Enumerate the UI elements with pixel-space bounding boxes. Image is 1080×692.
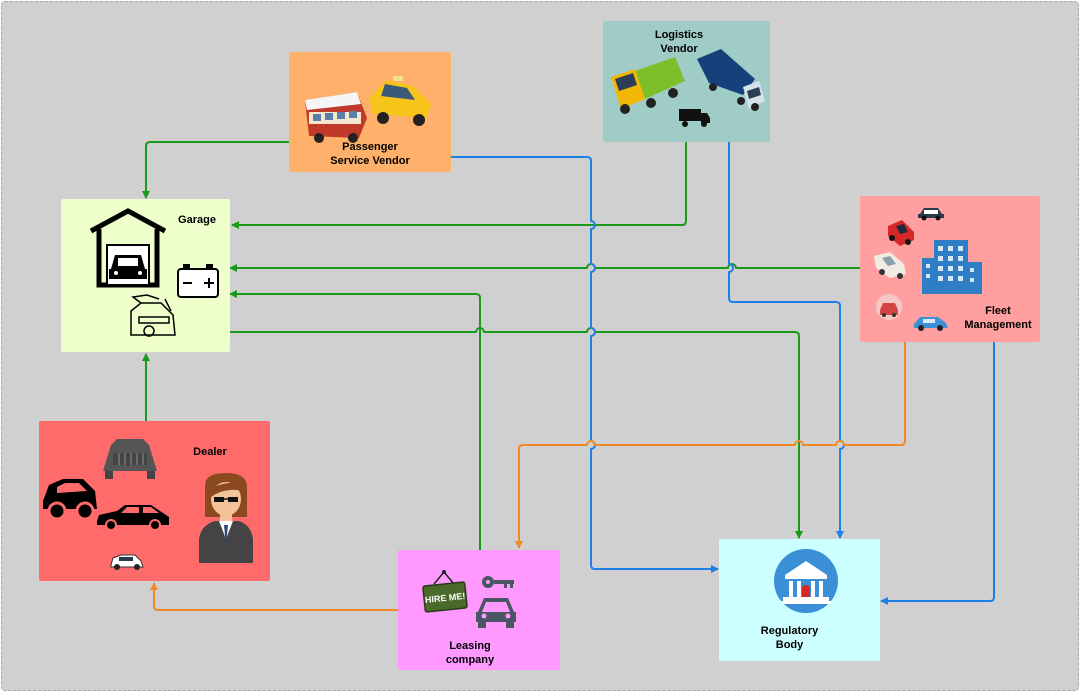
edge-logistics-to-garage (231, 142, 687, 229)
edge-fleet-to-garage (229, 263, 860, 272)
hire-sign-icon: HIRE ME! (422, 570, 468, 613)
edge-leasing-to-garage (229, 290, 481, 550)
leasing-company-node[interactable]: HIRE ME! Leasing company (398, 550, 560, 670)
leasing-company-label: Leasing company (398, 639, 542, 667)
garage-icon (89, 208, 167, 288)
logistics-label-line1: Logistics (654, 29, 704, 41)
dealer-node[interactable]: Dealer (39, 421, 270, 581)
leasing-label-line2: company (445, 654, 495, 666)
passenger-label-line1: Passenger (342, 141, 398, 153)
regulatory-body-node[interactable]: Regulatory Body (719, 539, 880, 661)
passenger-service-vendor-label: Passenger Service Vendor (289, 140, 451, 168)
police-car-icon (918, 208, 944, 221)
edge-leasing-to-dealer (150, 582, 398, 611)
passenger-label-line2: Service Vendor (330, 155, 410, 167)
logistics-vendor-node[interactable]: Logistics Vendor (603, 21, 770, 142)
fleet-management-label: Fleet Management (956, 304, 1040, 332)
regulatory-label-line1: Regulatory (760, 625, 819, 637)
regulatory-body-label: Regulatory Body (719, 624, 860, 652)
truck-icon (611, 57, 685, 114)
taxi-icon (369, 76, 431, 126)
bank-icon (774, 549, 838, 613)
garage-label: Garage (178, 214, 216, 226)
logistics-vendor-label: Logistics Vendor (603, 28, 755, 56)
edge-passenger-to-regulatory (451, 156, 719, 573)
edge-garage-to-regulatory (230, 327, 803, 539)
battery-icon (177, 264, 219, 298)
office-building-icon (922, 240, 982, 294)
lorry-icon (697, 49, 765, 111)
car-badge-icon (876, 294, 902, 320)
edge-fleet-to-leasing (515, 342, 906, 549)
dealer-label: Dealer (193, 446, 227, 458)
hatchback-car-icon (43, 479, 97, 521)
hire-sign-text: HIRE ME! (424, 591, 465, 605)
fleet-label-line2: Management (964, 319, 1032, 331)
edge-passenger-to-garage (142, 141, 289, 199)
fleet-management-node[interactable]: Fleet Management (860, 196, 1040, 342)
regulatory-label-line2: Body (775, 639, 804, 651)
white-car-icon (874, 252, 906, 279)
car-repair-icon (130, 294, 176, 337)
sedan-car-icon (97, 505, 169, 531)
classic-car-icon (103, 439, 157, 479)
edge-fleet-to-regulatory (880, 342, 995, 605)
bus-icon (305, 92, 367, 143)
car-front-icon (476, 598, 516, 628)
key-icon (482, 576, 514, 588)
fleet-label-line1: Fleet (985, 305, 1011, 317)
blue-car-icon (914, 317, 948, 331)
red-car-icon (888, 220, 914, 246)
leasing-label-line1: Leasing (449, 640, 491, 652)
small-car-icon (110, 554, 144, 570)
passenger-service-vendor-node[interactable]: Passenger Service Vendor (289, 52, 451, 172)
edge-logistics-to-regulatory (728, 142, 845, 539)
dealer-person-icon (199, 473, 253, 563)
logistics-label-line2: Vendor (660, 43, 698, 55)
delivery-van-icon (679, 109, 710, 127)
garage-node[interactable]: Garage (61, 199, 230, 352)
